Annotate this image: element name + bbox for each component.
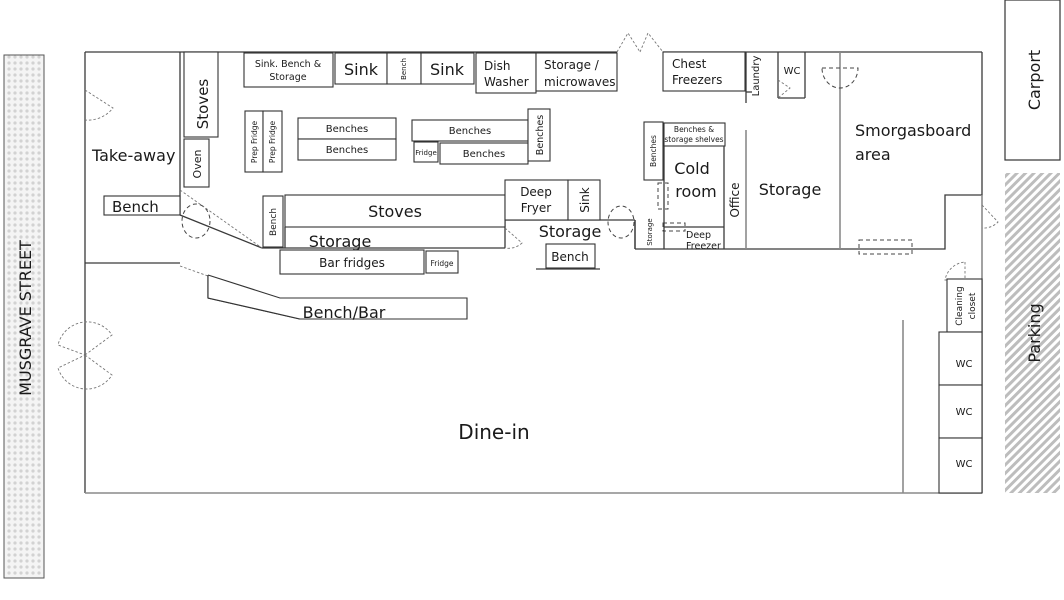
deep-fryer-line2: Fryer — [521, 201, 551, 215]
benches-cold-label: Benches — [649, 135, 658, 167]
prep-fridge-2-label: Prep Fridge — [268, 121, 277, 164]
benches-storage-shelves — [663, 122, 726, 147]
benches-b-label: Benches — [326, 145, 369, 156]
storage-small-label: Storage — [646, 218, 654, 245]
bench-bar-label: Bench/Bar — [303, 303, 386, 322]
street-strip — [3, 54, 45, 579]
carport-label: Carport — [1025, 50, 1044, 110]
wc-2-label: WC — [956, 407, 973, 418]
sink-bench-storage-line1: Sink. Bench & — [255, 59, 322, 70]
carport-area — [1004, 0, 1061, 161]
wc-2 — [938, 384, 983, 439]
bench-mid-label: Bench — [551, 250, 588, 264]
storage-microwaves-line1: Storage / — [544, 58, 600, 72]
wc-1-label: WC — [956, 359, 973, 370]
wc-top-label: WC — [784, 66, 801, 77]
sink-vertical — [567, 179, 601, 221]
deep-freezer-line2: Freezer — [686, 241, 721, 252]
parking-area — [1005, 173, 1060, 493]
chest-freezers-line2: Freezers — [672, 73, 722, 87]
sink-1 — [334, 52, 388, 85]
benches-a-label: Benches — [326, 124, 369, 135]
prep-fridge-1-label: Prep Fridge — [250, 121, 259, 164]
benches-b — [297, 138, 397, 161]
benches-vertical — [527, 108, 551, 162]
wc-3 — [938, 437, 983, 494]
stoves-left-label: Stoves — [194, 79, 212, 130]
deep-freezer-line1: Deep — [686, 230, 711, 241]
deep-fryer-line1: Deep — [520, 185, 552, 199]
benches-storage-shelves-line2: storage shelves — [664, 135, 723, 144]
street-label: MUSGRAVE STREET — [16, 240, 35, 396]
bench-vertical — [262, 195, 284, 248]
chest-freezers-line1: Chest — [672, 57, 707, 71]
benches-storage-shelves-line1: Benches & — [674, 125, 714, 134]
bench-vertical-label: Bench — [269, 208, 279, 236]
dine-in-label: Dine-in — [458, 420, 529, 444]
storage-microwaves-line2: microwaves — [544, 75, 616, 89]
cleaning-closet-line2: closet — [968, 292, 978, 319]
sink-vertical-label: Sink — [578, 187, 592, 213]
benches-d-label: Benches — [463, 149, 506, 160]
parking-label: Parking — [1025, 303, 1044, 362]
wc-1 — [938, 331, 983, 386]
bench-small — [386, 52, 422, 85]
sink-bench-storage-line2: Storage — [269, 72, 306, 83]
benches-cold — [643, 121, 664, 181]
sink-2 — [420, 52, 475, 85]
storage-mid-label: Storage — [539, 222, 602, 241]
fridge-bar-label: Fridge — [430, 259, 453, 268]
fridge-bar — [425, 250, 459, 274]
takeaway-label: Take-away — [91, 146, 175, 165]
sink-1-label: Sink — [344, 60, 379, 79]
dish-washer-line1: Dish — [484, 59, 510, 73]
dish-washer-line2: Washer — [484, 75, 529, 89]
benches-vertical-label: Benches — [535, 115, 546, 155]
storage-microwaves — [535, 52, 618, 92]
dashed-fixtures — [181, 67, 913, 255]
bench-mid — [545, 243, 596, 269]
smorgasboard-line2: area — [855, 145, 891, 164]
fridge-small-label: Fridge — [415, 149, 437, 157]
benches-c-label: Benches — [449, 126, 492, 137]
dish-washer — [475, 52, 537, 94]
oven — [183, 138, 210, 188]
bench-left-label: Bench — [112, 198, 159, 216]
cold-room-line1: Cold — [674, 159, 710, 178]
bench-bar — [207, 274, 468, 320]
fridge-small — [413, 141, 439, 163]
cleaning-closet-line1: Cleaning — [955, 286, 965, 325]
wc-3-label: WC — [956, 459, 973, 470]
smorgasboard-line1: Smorgasboard — [855, 121, 971, 140]
chest-freezers — [662, 51, 746, 92]
bar-fridges — [279, 249, 425, 275]
stoves-center-label: Stoves — [368, 202, 422, 221]
bar-fridges-label: Bar fridges — [319, 256, 385, 270]
storage-right-label: Storage — [759, 180, 822, 199]
office-label: Office — [728, 182, 742, 217]
bench-small-label: Bench — [400, 58, 408, 80]
bench-left — [103, 195, 181, 216]
prep-fridge-2 — [262, 110, 283, 173]
oven-label: Oven — [191, 150, 204, 179]
sink-bench-storage — [243, 52, 334, 88]
laundry-label: Laundry — [751, 56, 762, 97]
stoves-left — [183, 51, 219, 138]
cold-room-line2: room — [675, 182, 716, 201]
storage-center-label: Storage — [309, 232, 372, 251]
sink-2-label: Sink — [430, 60, 465, 79]
